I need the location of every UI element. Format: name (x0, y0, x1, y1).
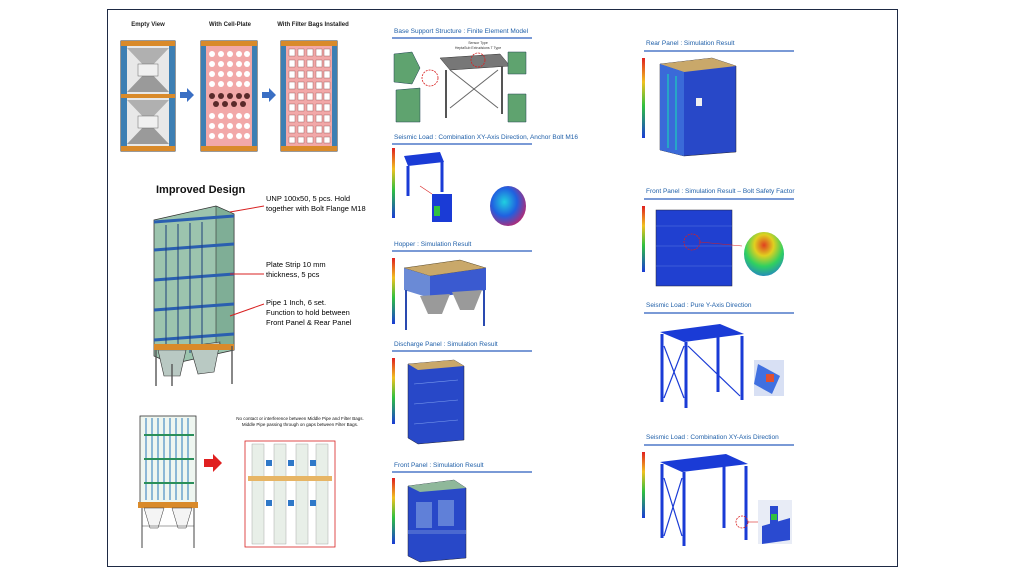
callout-plate-strip: Plate Strip 10 mm thickness, 5 pcs (266, 260, 326, 279)
arrow-right-red-icon (204, 454, 222, 472)
label-filter-bags: With Filter Bags Installed (277, 22, 349, 28)
improved-design-heading: Improved Design (156, 184, 246, 196)
hopper-result (392, 258, 487, 330)
rear-panel-result (642, 57, 737, 157)
pipe-detail-drawing (244, 440, 336, 548)
cell-plate-drawing (200, 40, 258, 152)
seismic-anchor-result (392, 148, 526, 226)
divider (392, 143, 532, 145)
section-title-base-support: Base Support Structure : Finite Element … (394, 28, 529, 35)
divider (392, 37, 532, 39)
section-title-front-panel: Front Panel : Simulation Result (394, 462, 484, 469)
section-title-bolt-safety: Front Panel : Simulation Result – Bolt S… (646, 188, 795, 195)
divider (644, 50, 794, 52)
front-panel-result (392, 478, 467, 563)
bolt-safety-result (642, 206, 784, 287)
label-cell-plate: With Cell-Plate (209, 22, 251, 28)
callout-leader-lines (229, 205, 265, 317)
divider (392, 250, 532, 252)
pure-y-result (660, 324, 784, 408)
base-support-fem-model (393, 51, 527, 123)
arrow-right-icon (180, 88, 194, 102)
base-support-subcaption: Sensor Type HeptaSub Extrudsions T Type (454, 41, 502, 50)
section-title-seismic-anchor: Seismic Load : Combination XY-Axis Direc… (394, 134, 579, 141)
interference-note: No contact or interference between Middl… (236, 416, 364, 427)
combination-xy-result (642, 452, 792, 546)
side-view-drawing (138, 415, 198, 548)
divider (644, 312, 794, 314)
callout-pipe: Pipe 1 Inch, 6 set. Function to hold bet… (266, 298, 352, 327)
section-title-pure-y: Seismic Load : Pure Y-Axis Direction (646, 302, 752, 309)
divider (644, 198, 794, 200)
document-frame: Empty View With Cell-Plate With Filter B… (107, 9, 898, 567)
empty-view-drawing (120, 40, 176, 152)
section-title-hopper: Hopper : Simulation Result (394, 241, 472, 248)
section-title-discharge: Discharge Panel : Simulation Result (394, 341, 498, 348)
filter-bags-drawing (280, 40, 338, 152)
section-title-rear-panel: Rear Panel : Simulation Result (646, 40, 735, 47)
arrow-right-icon (262, 88, 276, 102)
divider (392, 471, 532, 473)
discharge-panel-result (392, 358, 465, 445)
divider (644, 444, 794, 446)
improved-design-drawing (153, 205, 235, 386)
label-empty-view: Empty View (131, 22, 165, 28)
section-title-combination-xy: Seismic Load : Combination XY-Axis Direc… (646, 434, 779, 441)
callout-unp: UNP 100x50, 5 pcs. Hold together with Bo… (266, 194, 366, 213)
divider (392, 350, 532, 352)
